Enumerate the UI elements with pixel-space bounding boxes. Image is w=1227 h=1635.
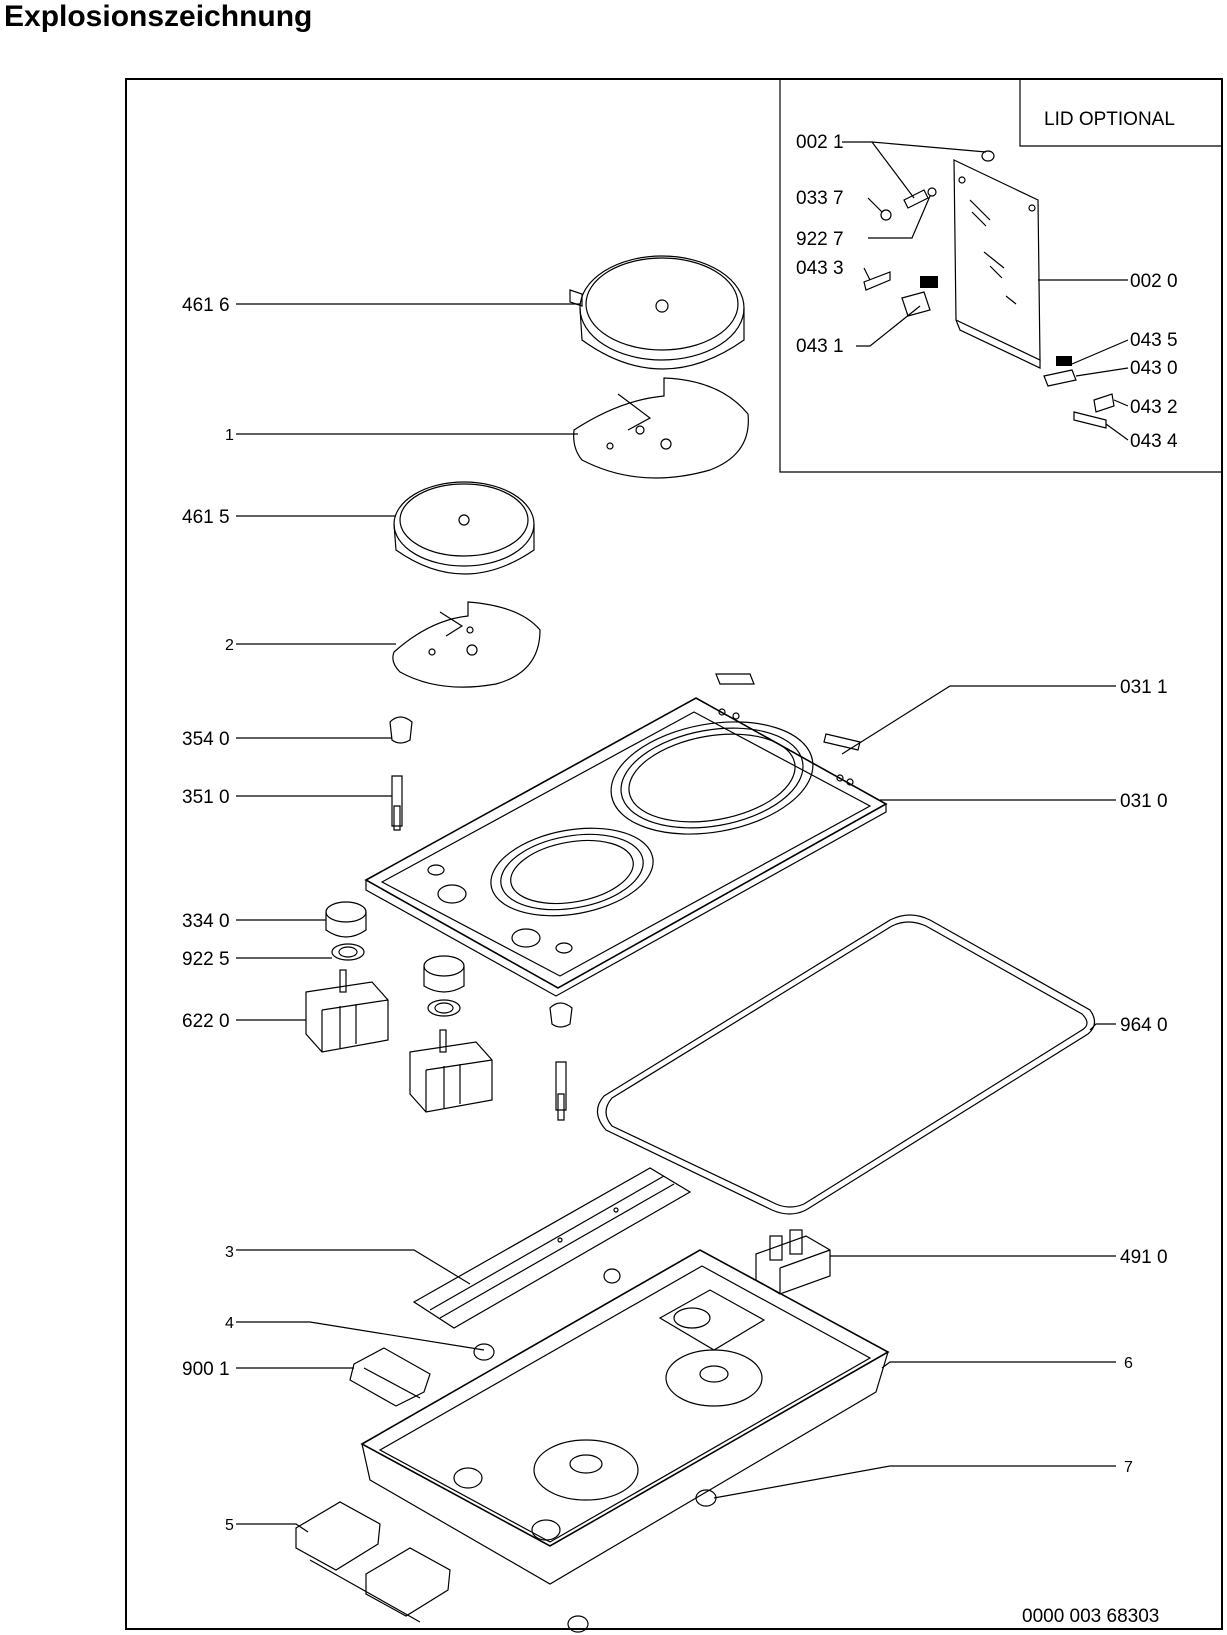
knob-cap-small-right <box>549 1002 573 1121</box>
label-002-0: 002 0 <box>1130 271 1178 292</box>
control-knob-left <box>325 901 367 961</box>
foot-4 <box>473 1268 621 1361</box>
label-354-0: 354 0 <box>182 729 230 750</box>
label-622-0: 622 0 <box>182 1011 230 1032</box>
label-491-0: 491 0 <box>1120 1247 1168 1268</box>
label-043-0: 043 0 <box>1130 358 1178 379</box>
label-043-3: 043 3 <box>796 258 844 279</box>
label-334-0: 334 0 <box>182 911 230 932</box>
lid-optional-box: LID OPTIONAL <box>779 80 1222 473</box>
label-461-5: 461 5 <box>182 507 230 528</box>
label-3: 3 <box>225 1244 234 1261</box>
lid-optional-label: LID OPTIONAL <box>1044 109 1175 130</box>
hob-top-frame <box>364 673 888 997</box>
control-knob-right <box>423 955 465 1017</box>
label-031-0: 031 0 <box>1120 791 1168 812</box>
label-1: 1 <box>225 427 234 444</box>
part-labels: 461 6 1 461 5 2 354 0 351 0 334 0 922 5 … <box>182 132 1178 1627</box>
brackets-5 <box>295 1501 451 1623</box>
heat-shield-small <box>392 601 541 688</box>
mounting-rail <box>412 1167 692 1329</box>
label-351-0: 351 0 <box>182 787 230 808</box>
label-461-6: 461 6 <box>182 295 230 316</box>
label-900-1: 900 1 <box>182 1359 230 1380</box>
label-7: 7 <box>1124 1459 1133 1476</box>
label-043-2: 043 2 <box>1130 397 1178 418</box>
drawing-frame <box>125 78 1223 1630</box>
energy-regulator-left <box>305 969 389 1053</box>
leader-lines <box>236 141 1129 1533</box>
label-922-5: 922 5 <box>182 949 230 970</box>
label-033-7: 033 7 <box>796 188 844 209</box>
label-002-1: 002 1 <box>796 132 844 153</box>
label-922-7: 922 7 <box>796 229 844 250</box>
page-title: Explosionszeichnung <box>4 0 313 33</box>
label-4: 4 <box>225 1315 234 1332</box>
energy-regulator-right <box>409 1029 493 1113</box>
label-043-1: 043 1 <box>796 336 844 357</box>
hotplate-large <box>569 255 745 370</box>
bracket-900-1 <box>349 1347 431 1407</box>
base-tray <box>360 1249 890 1585</box>
label-6: 6 <box>1124 1355 1133 1372</box>
lid-hinge-parts <box>863 150 1115 429</box>
label-2: 2 <box>225 637 234 654</box>
lid-glass-panel <box>953 159 1041 369</box>
label-964-0: 964 0 <box>1120 1015 1168 1036</box>
hotplate-small <box>393 481 535 575</box>
label-043-4: 043 4 <box>1130 431 1178 452</box>
heat-shield-large <box>573 377 749 479</box>
frame-seal <box>596 914 1096 1215</box>
label-043-5: 043 5 <box>1130 330 1178 351</box>
label-5: 5 <box>225 1517 234 1534</box>
knob-cap-small <box>389 716 413 831</box>
label-031-1: 031 1 <box>1120 677 1168 698</box>
drawing-number: 0000 003 68303 <box>1022 1606 1159 1627</box>
terminal-block <box>755 1229 831 1295</box>
